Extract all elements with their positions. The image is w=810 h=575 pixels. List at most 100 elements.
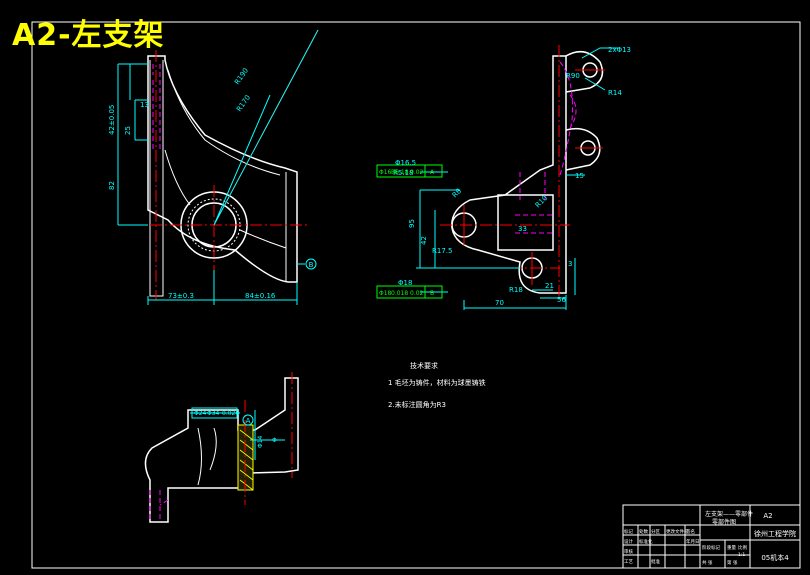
section-outline	[144, 377, 299, 523]
tech-note-line-2: 2.未标注圆角为R3	[388, 400, 446, 409]
dim-side-right	[566, 174, 585, 295]
hidden-lines-front	[152, 64, 161, 150]
middle-lug	[565, 127, 601, 171]
tol-frame-1-cell-1: Φ16.5	[379, 169, 397, 176]
title-block	[622, 504, 801, 569]
tol-frame-b-box	[376, 285, 443, 299]
tech-note-line-1: 1 毛坯为铸件，材料为球墨铸铁	[388, 378, 486, 387]
right-dim-14: 70	[495, 299, 504, 307]
right-dim-8: 15	[575, 172, 584, 180]
dim-section-lines	[190, 410, 285, 460]
tol-frame-1-cell-3: 0.02	[410, 169, 424, 176]
tb-part-name: 左支架——零部件	[705, 510, 753, 518]
right-dim-7: R10	[534, 194, 549, 209]
tb-cell-1: 标记	[624, 528, 633, 535]
right-dim-3: R14	[608, 89, 622, 97]
tb-cell-8: 标准化	[639, 538, 653, 545]
front-dim-5: 25	[124, 126, 132, 135]
right-dim-16: 56	[557, 296, 566, 304]
tol-frame-1-cell-2: R5.18	[391, 169, 409, 176]
rib-curve-3	[239, 229, 287, 262]
hidden-lines-section	[149, 490, 169, 522]
tb-cell-2: 处数	[639, 528, 648, 535]
right-dim-15: 21	[545, 282, 554, 290]
front-datum-label: B	[309, 261, 314, 269]
rib-curve-1	[167, 69, 281, 176]
hidden-lines-right-1	[559, 61, 577, 176]
tb-cell-11: 比例	[738, 544, 747, 551]
front-dim-4: 42±0.05	[108, 105, 116, 135]
front-dim-6: 82	[108, 181, 116, 190]
tb-part-sub: 零部件图	[712, 518, 736, 526]
dim-82-lines	[117, 63, 148, 226]
right-dim-5: R5.18	[393, 169, 413, 177]
right-dim-2: R90	[566, 72, 580, 80]
section-dim-2: Φ34	[207, 410, 220, 417]
front-dim-1: R190	[233, 67, 250, 87]
right-view	[376, 45, 620, 310]
dim-bottom-lines	[147, 270, 298, 305]
tol-frame-1-cell-4: A	[430, 169, 435, 176]
right-dim-12: Φ18	[398, 279, 412, 287]
tol-frame-2-cell-3: 0.02	[410, 290, 424, 297]
tol-frame-2-cell-1: Φ18	[379, 290, 392, 297]
rib-curve-2	[164, 149, 191, 206]
tb-cell-14: 批准	[651, 558, 660, 565]
tb-cell-4: 更改文件号	[666, 528, 689, 535]
datum-a-circle	[242, 414, 254, 426]
hatch-lines	[239, 429, 254, 491]
front-dim-3: 13	[140, 101, 149, 109]
tb-cell-16: 第 张	[727, 559, 738, 566]
tb-cell-5: 签名	[686, 528, 695, 535]
tb-cell-17: 1:1	[738, 552, 745, 558]
tol-frame-2-cell-4: B	[430, 290, 434, 297]
section-dim-3: 0.026	[222, 410, 239, 417]
tb-cell-15: 共 张	[702, 559, 713, 566]
right-outline	[451, 55, 567, 294]
tb-cell-9: 阶段标记	[702, 544, 720, 551]
dim-25-lines	[134, 99, 148, 141]
right-dim-4: Φ16.5	[395, 159, 416, 167]
radius-dims	[213, 29, 319, 226]
section-dim-1: Φ24	[194, 410, 207, 417]
front-view	[117, 29, 319, 305]
datum-b-circle	[305, 258, 317, 270]
section-view	[144, 372, 299, 523]
right-dim-10: 42	[420, 236, 428, 245]
tb-class-code: 05机本4	[761, 553, 789, 562]
right-dim-1: 2xΦ13	[608, 46, 631, 54]
sheet-border	[31, 21, 801, 569]
dim-vertical-right	[416, 189, 520, 269]
right-dim-17: 33	[518, 225, 527, 233]
right-dim-11: R17.5	[432, 247, 452, 255]
right-dim-6: R8	[451, 187, 463, 199]
tb-cell-13: 工艺	[624, 559, 633, 565]
right-dim-13: R18	[509, 286, 523, 294]
tb-cell-3: 分区	[651, 528, 660, 535]
overlay-title: A2-左支架	[12, 18, 165, 53]
section-tol-box	[191, 407, 238, 419]
tb-cell-7: 设计	[624, 538, 633, 545]
leader-holes	[581, 47, 620, 91]
front-dim-7: 73±0.3	[168, 292, 194, 300]
bracket-outline	[147, 55, 298, 283]
tol-frame-2-cell-2: 0.018	[391, 290, 408, 297]
tb-school: 徐州工程学院	[754, 529, 796, 538]
tol-frame-a-box	[376, 164, 443, 178]
front-dim-8: 84±0.16	[245, 292, 276, 300]
center-block	[497, 194, 554, 251]
tb-cell-6: 年月日	[686, 538, 700, 545]
section-dim-4: Φ14	[257, 435, 264, 448]
dim-bottom-right	[463, 289, 567, 310]
tb-cell-12: 审核	[624, 548, 633, 555]
tb-sheet-size: A2	[763, 512, 772, 520]
tb-cell-10: 重量	[727, 544, 736, 551]
tech-notes-heading: 技术要求	[410, 361, 438, 370]
section-datum-label: A	[246, 417, 251, 425]
right-dim-9: 95	[408, 219, 416, 228]
right-dim-18: 3	[568, 260, 572, 268]
front-dim-2: R170	[235, 94, 252, 114]
break-lines	[197, 427, 217, 486]
